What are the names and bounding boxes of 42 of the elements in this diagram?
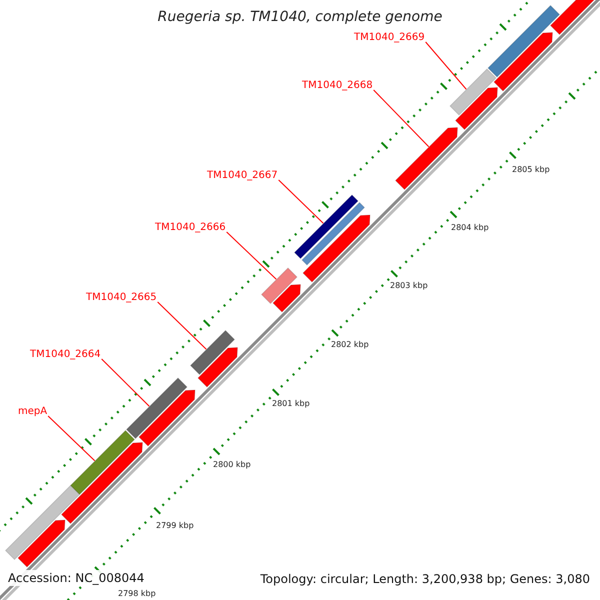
gene-feature — [138, 390, 196, 447]
gene-bar — [487, 4, 560, 78]
scale-label: 2798 kbp — [118, 589, 156, 598]
gene-feature — [197, 347, 238, 388]
scale-label: 2799 kbp — [156, 521, 194, 530]
gene-bar — [260, 267, 298, 304]
gene-label: TM1040_2669 — [354, 32, 425, 43]
leader-line — [48, 416, 96, 462]
gene-feature — [17, 520, 66, 568]
gene-bar — [4, 484, 80, 560]
gene-feature — [60, 442, 143, 524]
scale-label: 2804 kbp — [451, 223, 489, 232]
gene-label: TM1040_2664 — [30, 349, 101, 360]
scale-label: 2801 kbp — [272, 399, 310, 408]
gene-label: TM1040_2667 — [207, 170, 278, 181]
scale-label: 2802 kbp — [331, 340, 369, 349]
gene-feature — [394, 127, 458, 190]
gene-bar — [190, 330, 236, 376]
leader-line — [373, 90, 430, 148]
scale-label: 2803 kbp — [390, 281, 428, 290]
scale-label: 2805 kbp — [512, 165, 550, 174]
scale-label: 2800 kbp — [213, 460, 251, 469]
title: Ruegeria sp. TM1040, complete genome — [158, 9, 442, 25]
gene-label: TM1040_2666 — [155, 222, 226, 233]
leader-line — [101, 358, 150, 407]
gene-label: mepA — [18, 406, 48, 417]
leader-line — [278, 180, 324, 224]
gene-bar — [70, 430, 136, 496]
gene-label: TM1040_2665 — [86, 292, 157, 303]
gene-feature — [493, 32, 553, 92]
leader-line — [425, 42, 467, 90]
gene-bar — [301, 202, 366, 266]
gene-feature — [302, 214, 370, 283]
gene-label: TM1040_2668 — [302, 80, 373, 91]
gene-feature — [454, 87, 498, 130]
gene-bar — [126, 377, 188, 440]
gene-bar — [294, 194, 359, 260]
gene-feature — [272, 284, 301, 313]
gene-bar — [449, 68, 497, 116]
leader-line — [157, 302, 207, 350]
genome-info-label: Topology: circular; Length: 3,200,938 bp; Genes: 3,080 — [260, 572, 590, 586]
leader-line — [226, 232, 277, 280]
